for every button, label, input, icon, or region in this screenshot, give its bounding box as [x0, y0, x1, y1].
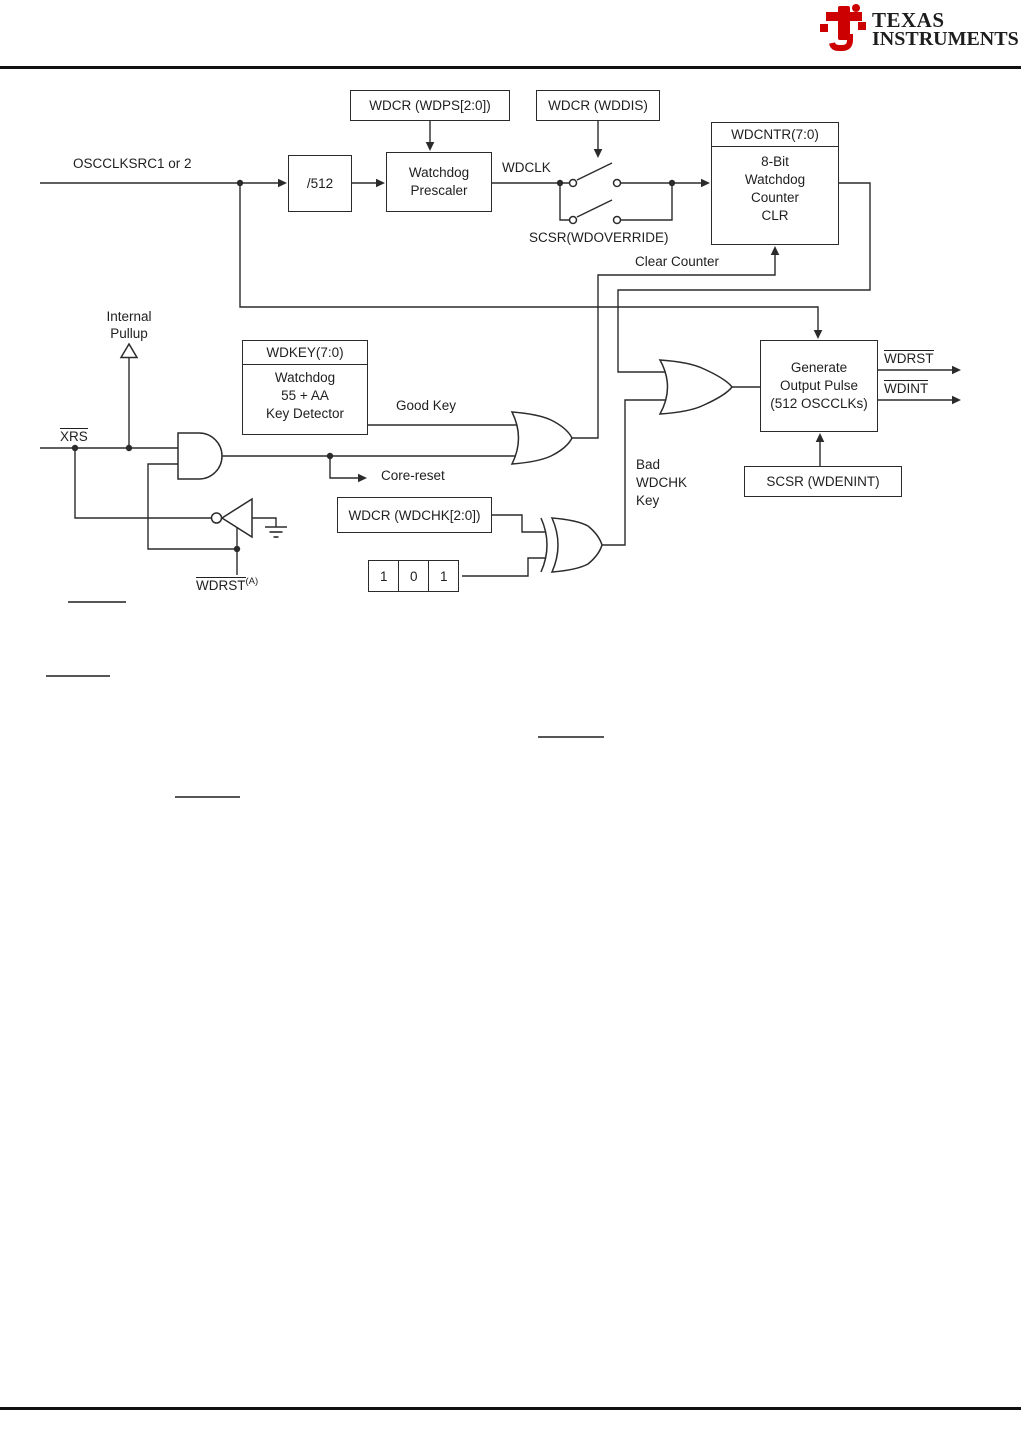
- wdint-output-label: WDINT: [884, 380, 929, 396]
- prescaler-line: Watchdog: [408, 165, 470, 180]
- generate-line: (512 OSCCLKs): [770, 396, 868, 411]
- wdrst-note-superscript: (A): [245, 576, 259, 587]
- wdkey-box: WDKEY(7:0) Watchdog 55 + AA Key Detector: [242, 340, 368, 435]
- wdcntr-box: WDCNTR(7:0) 8-Bit Watchdog Counter CLR: [711, 122, 839, 245]
- wdrst-output-label: WDRST: [884, 350, 934, 366]
- wdps-box-label: WDCR (WDPS[2:0]): [369, 98, 491, 113]
- generate-pulse-box: Generate Output Pulse (512 OSCCLKs): [760, 340, 878, 432]
- bad-wdchk-key-label: Bad WDCHK Key: [636, 457, 687, 508]
- wdkey-line: Watchdog: [274, 370, 336, 385]
- junction-dots: [71, 179, 676, 553]
- wdcntr-line: Counter: [750, 190, 800, 205]
- prescaler-line: Prescaler: [410, 183, 468, 198]
- wdcntr-line: CLR: [761, 208, 789, 223]
- xor-gate-icon: [550, 517, 603, 573]
- arrowheads: [278, 142, 961, 483]
- xor-gate-arc: [540, 517, 548, 573]
- wdcntr-title: WDCNTR(7:0): [712, 123, 838, 147]
- wdkey-line: 55 + AA: [281, 388, 329, 403]
- check-bit-cell: 0: [398, 560, 430, 592]
- osc-input-label: OSCCLKSRC1 or 2: [73, 156, 192, 171]
- or-gate-main-icon: [658, 359, 733, 415]
- inverter-bubble: [210, 512, 223, 524]
- good-key-label: Good Key: [396, 398, 457, 413]
- wdenint-box: SCSR (WDENINT): [744, 466, 902, 497]
- switch-contact: [612, 178, 622, 188]
- switch-contact: [568, 178, 578, 188]
- switch-contact: [568, 215, 578, 225]
- wdclk-label: WDCLK: [502, 160, 551, 175]
- wdcntr-line: Watchdog: [744, 172, 806, 187]
- header-rule: [0, 66, 1021, 69]
- wddis-box-label: WDCR (WDDIS): [548, 98, 648, 113]
- generate-line: Output Pulse: [779, 378, 859, 393]
- page-header: TEXAS INSTRUMENTS: [0, 0, 1021, 66]
- check-bit-cell: 1: [368, 560, 400, 592]
- divide-512-label: /512: [306, 176, 334, 191]
- wdoverride-label: SCSR(WDOVERRIDE): [529, 230, 669, 245]
- xrs-label: XRS: [60, 428, 88, 444]
- wddis-box: WDCR (WDDIS): [536, 90, 660, 121]
- footnote-overlines: [46, 601, 604, 798]
- check-bit-cell: 1: [428, 560, 460, 592]
- and-gate-icon: [177, 432, 223, 480]
- wdkey-line: Key Detector: [265, 406, 345, 421]
- ti-bug-icon: [820, 4, 866, 51]
- check-bits-cells: 1 0 1: [368, 560, 460, 592]
- wdps-box: WDCR (WDPS[2:0]): [350, 90, 510, 121]
- or-gate-clear-icon: [510, 411, 573, 465]
- divide-512-box: /512: [288, 155, 352, 212]
- wdchk-box: WDCR (WDCHK[2:0]): [337, 497, 492, 533]
- wdcntr-line: 8-Bit: [761, 154, 789, 169]
- inverter-buffer-icon: [220, 497, 253, 539]
- brand-instruments: INSTRUMENTS: [872, 28, 1019, 50]
- wdkey-title: WDKEY(7:0): [243, 341, 367, 365]
- wdrst-internal-label: WDRST(A): [196, 576, 259, 593]
- ground-icon: [265, 526, 287, 538]
- brand-texas: TEXAS: [872, 8, 945, 32]
- wdenint-label: SCSR (WDENINT): [766, 474, 880, 489]
- switch-contact: [612, 215, 622, 225]
- internal-pullup-label: Internal Pullup: [106, 309, 152, 341]
- clear-counter-label: Clear Counter: [635, 254, 720, 269]
- footer-rule: [0, 1407, 1021, 1410]
- prescaler-box: Watchdog Prescaler: [386, 152, 492, 212]
- generate-line: Generate: [790, 360, 848, 375]
- wdchk-label: WDCR (WDCHK[2:0]): [348, 507, 481, 523]
- core-reset-label: Core-reset: [381, 468, 445, 483]
- pullup-icon: [119, 342, 139, 359]
